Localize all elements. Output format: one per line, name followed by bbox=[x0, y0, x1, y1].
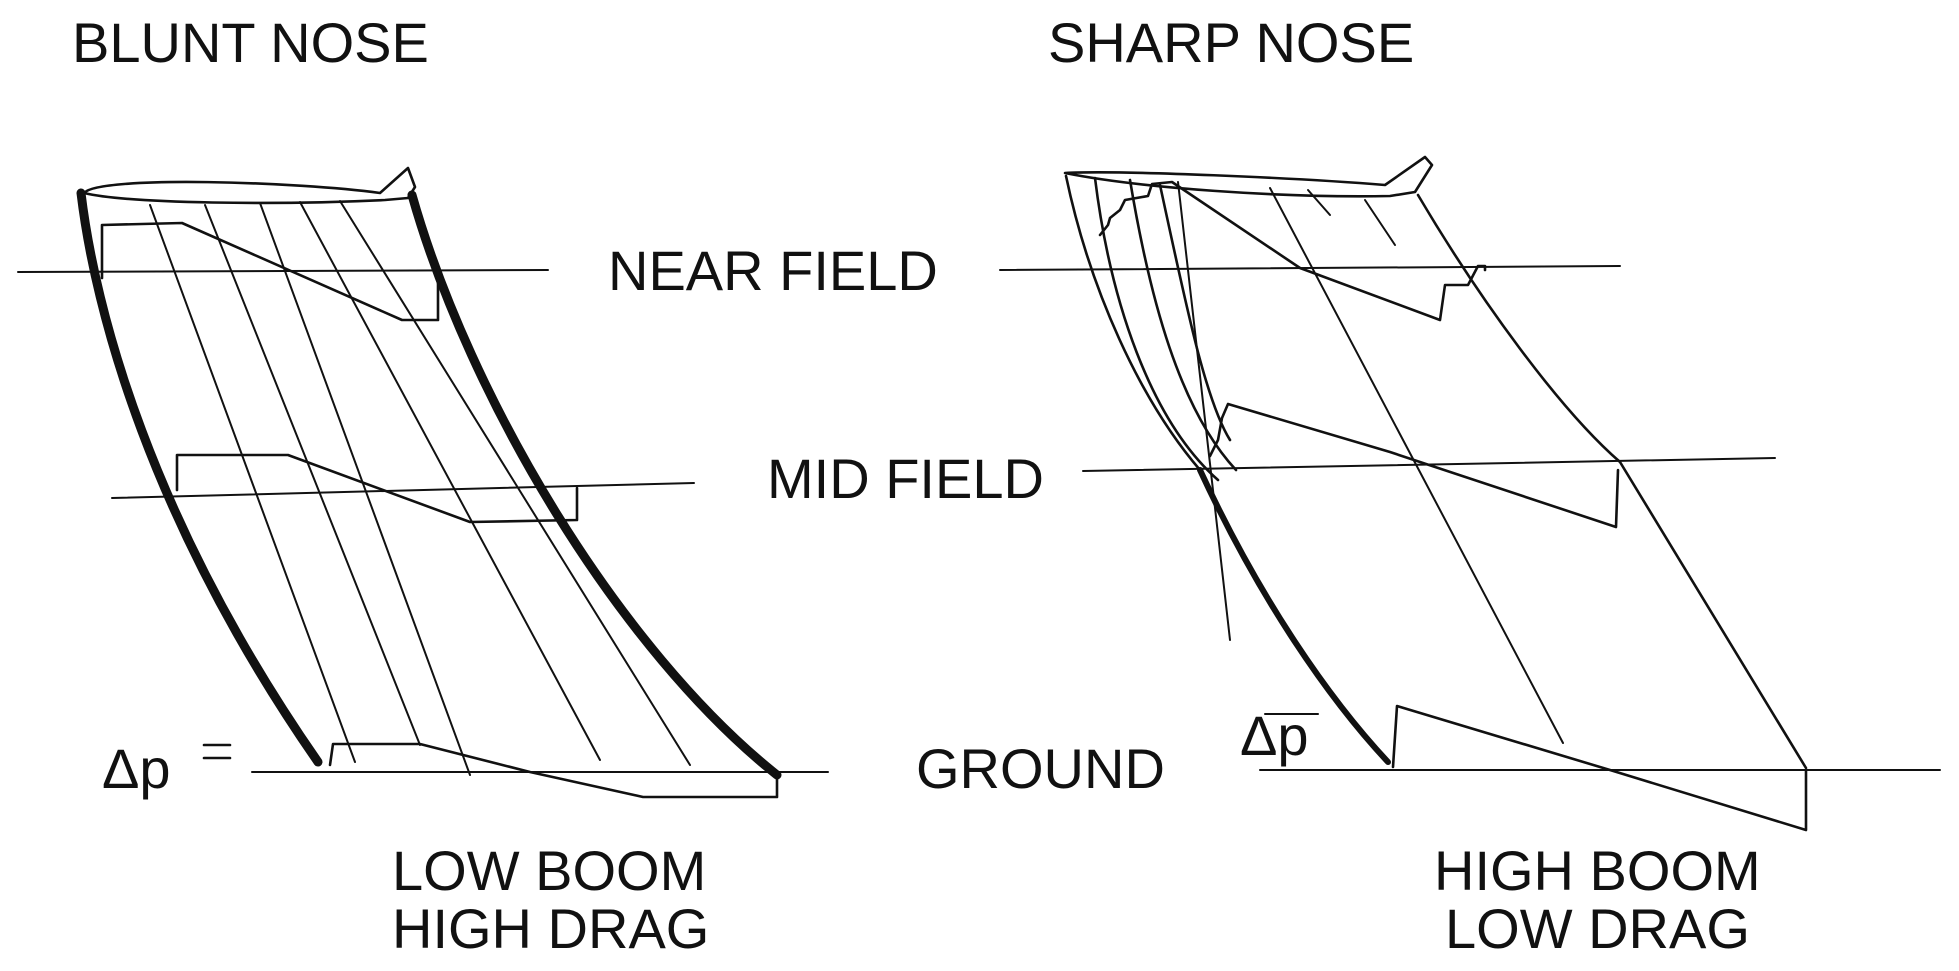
sharp-near-field-line bbox=[999, 265, 1621, 271]
blunt-aircraft bbox=[82, 166, 417, 205]
near-field-label: NEAR FIELD bbox=[608, 239, 938, 302]
blunt-ray-lines bbox=[149, 200, 691, 776]
blunt-ground-signature bbox=[328, 742, 779, 799]
sharp-mid-field-signature bbox=[1208, 402, 1620, 529]
blunt-mid-field-line bbox=[111, 482, 695, 499]
sharp-bow-shock-lower bbox=[1197, 467, 1391, 765]
blunt-near-field-signature bbox=[100, 221, 440, 322]
sharp-nose-title: SHARP NOSE bbox=[1048, 11, 1414, 74]
blunt-near-field-line bbox=[17, 269, 549, 273]
blunt-caption-line1: LOW BOOM bbox=[392, 839, 706, 902]
blunt-delta-p-label: Δp bbox=[102, 737, 171, 800]
sharp-bow-shock-upper bbox=[1064, 174, 1202, 472]
sharp-caption-line2: LOW DRAG bbox=[1445, 897, 1750, 960]
sharp-nose-panel: Δp HIGH BOOM LOW DRAG bbox=[999, 155, 1941, 960]
sharp-tail-shock bbox=[1416, 193, 1808, 770]
sharp-aircraft bbox=[1063, 155, 1434, 198]
sharp-near-field-signature bbox=[1098, 180, 1487, 322]
blunt-tail-shock bbox=[407, 190, 782, 780]
blunt-nose-panel: Δp LOW BOOM HIGH DRAG bbox=[17, 166, 829, 960]
sharp-coalescing-shocks bbox=[1093, 176, 1238, 641]
blunt-nose-title: BLUNT NOSE bbox=[72, 11, 429, 74]
sharp-mid-field-line bbox=[1082, 457, 1776, 472]
blunt-mid-field-signature bbox=[175, 453, 579, 524]
sharp-ground-signature bbox=[1391, 704, 1808, 832]
mid-field-label: MID FIELD bbox=[767, 447, 1044, 510]
sharp-caption-line1: HIGH BOOM bbox=[1434, 839, 1761, 902]
blunt-bow-shock bbox=[76, 188, 323, 767]
blunt-caption-line2: HIGH DRAG bbox=[392, 897, 709, 960]
ground-label: GROUND bbox=[916, 737, 1165, 800]
